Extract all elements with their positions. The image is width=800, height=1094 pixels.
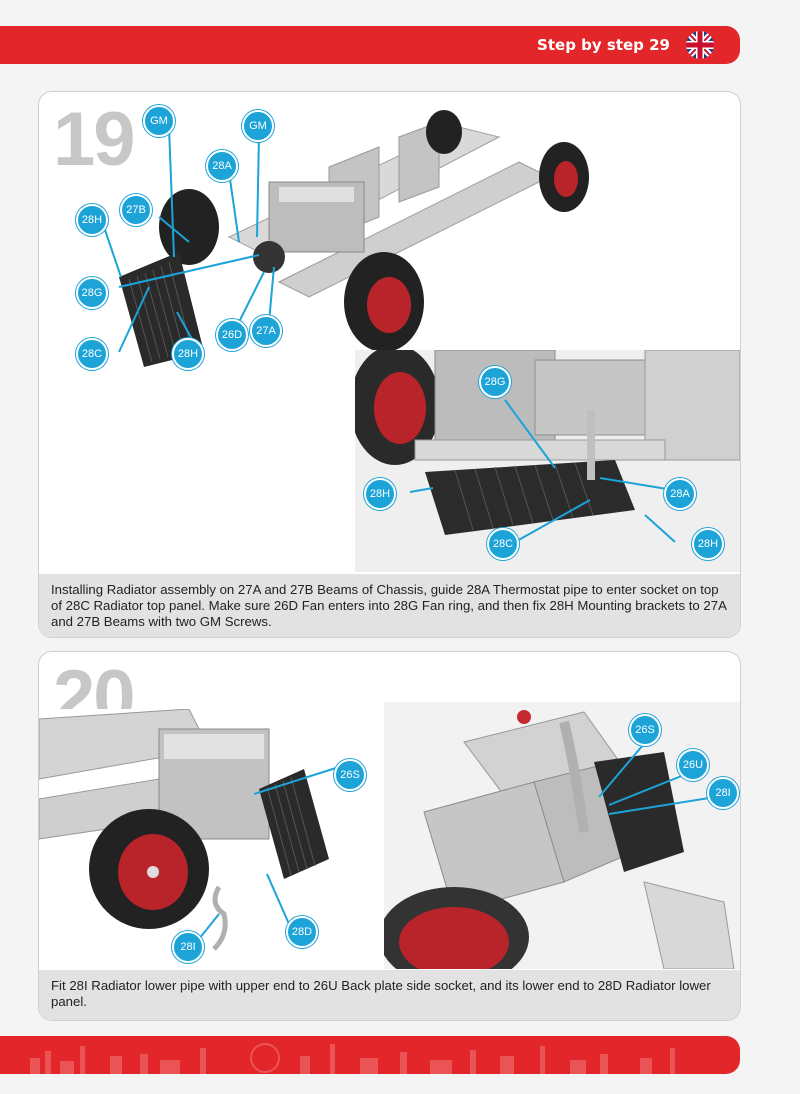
engine-left-illustration: 26S 28D 28I [39, 709, 379, 969]
callout-28h: 28H [364, 478, 396, 510]
uk-flag-icon [686, 31, 714, 59]
callout-28i: 28I [172, 931, 204, 963]
callout-28g: 28G [479, 366, 511, 398]
callout-28h: 28H [172, 338, 204, 370]
callout-28h: 28H [692, 528, 724, 560]
step-20-card: 20 26S 28D 28I [38, 651, 741, 1021]
london-skyline-icon [0, 1036, 740, 1074]
callout-26u: 26U [677, 749, 709, 781]
step-19-card: 19 [38, 91, 741, 638]
chassis-illustration [79, 107, 599, 372]
callout-gm: GM [143, 105, 175, 137]
callout-27b: 27B [120, 194, 152, 226]
closeup-inset: 28G 28H 28A 28C 28H [355, 350, 740, 572]
callout-28c: 28C [487, 528, 519, 560]
callout-gm: GM [242, 110, 274, 142]
callout-27a: 27A [250, 315, 282, 347]
callout-28a: 28A [664, 478, 696, 510]
callout-26s: 26S [334, 759, 366, 791]
header-bar: Step by step 29 [0, 26, 740, 64]
callout-28a: 28A [206, 150, 238, 182]
step-20-caption: Fit 28I Radiator lower pipe with upper e… [39, 970, 740, 1020]
footer-skyline-bar [0, 1036, 740, 1074]
callout-28h: 28H [76, 204, 108, 236]
callout-26d: 26D [216, 319, 248, 351]
page-title: Step by step 29 [537, 36, 670, 54]
callout-28d: 28D [286, 916, 318, 948]
callout-28c: 28C [76, 338, 108, 370]
callout-28g: 28G [76, 277, 108, 309]
callout-26s: 26S [629, 714, 661, 746]
engine-right-illustration: 26S 26U 28I [384, 702, 740, 969]
callout-28i: 28I [707, 777, 739, 809]
step-19-caption: Installing Radiator assembly on 27A and … [39, 574, 740, 637]
